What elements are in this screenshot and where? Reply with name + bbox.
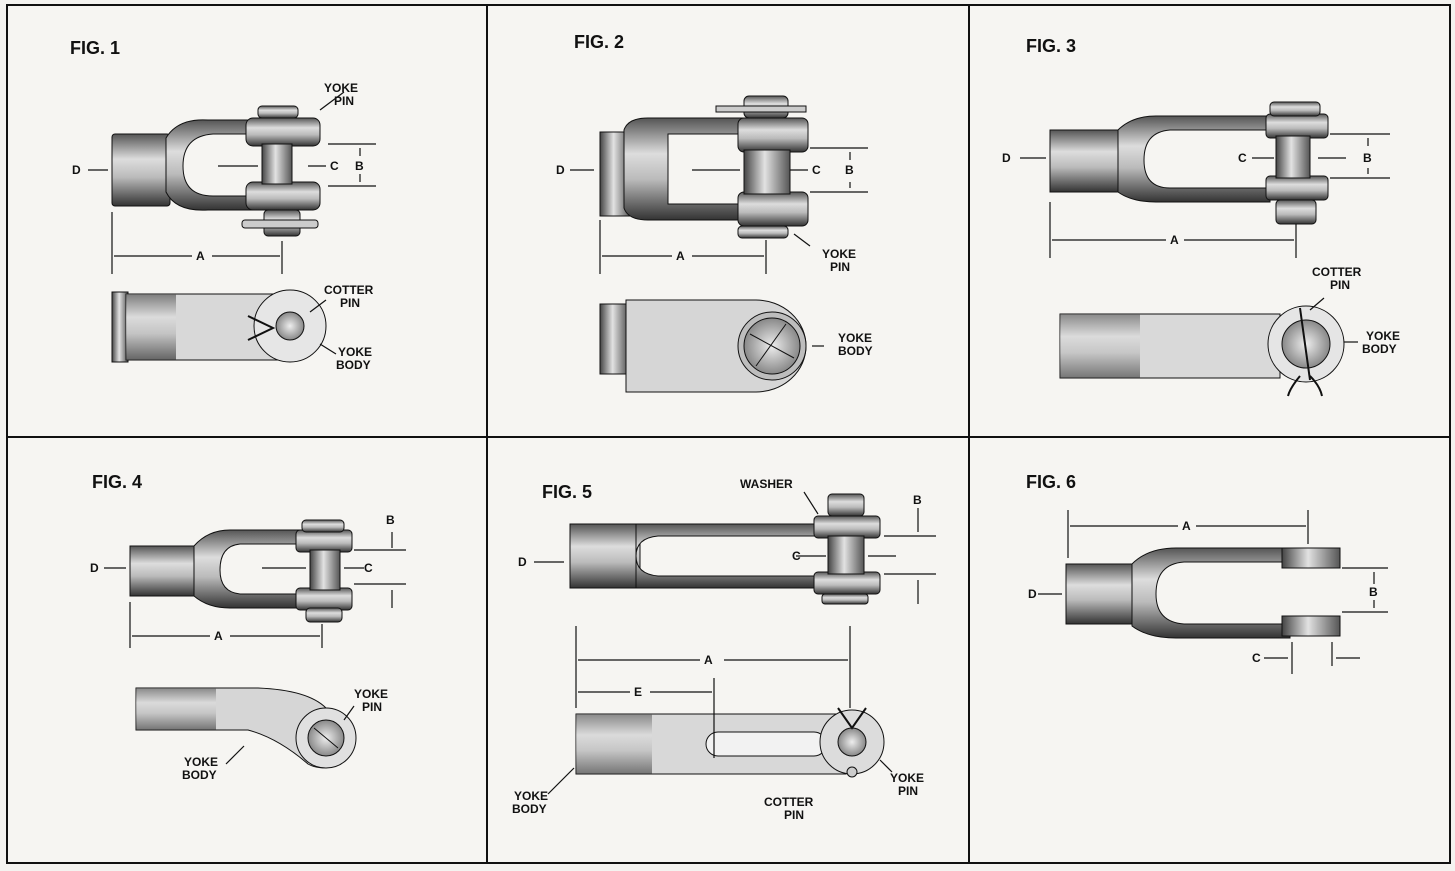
fig-5-yoke-side-view	[575, 707, 885, 778]
fig-1-dim-b: B	[355, 159, 364, 173]
fig-3-title: FIG. 3	[1026, 36, 1076, 56]
fig-3-yoke-side-view	[1059, 305, 1345, 397]
fig-2-yoke-side-view	[599, 299, 807, 393]
fig-3-yoke-top-view	[1049, 101, 1329, 225]
fig-5-yoke-body-line1: YOKE	[514, 789, 548, 803]
fig-1-panel: FIG. 1	[6, 4, 488, 438]
fig-4-dim-c: C	[364, 561, 373, 575]
fig-1-cotter-pin-line2: PIN	[340, 296, 360, 310]
fig-6-dim-b: B	[1369, 585, 1378, 599]
fig-5-dim-a: A	[704, 653, 713, 667]
fig-2-yoke-top-view	[599, 95, 809, 239]
fig-3-drawing: FIG. 3	[1002, 36, 1400, 397]
fig-1-yoke-side-view	[111, 289, 327, 363]
fig-5-dim-b: B	[913, 493, 922, 507]
fig-4-panel: FIG. 4	[6, 436, 488, 864]
fig-5-dim-c: C	[792, 549, 801, 563]
fig-2-dim-a: A	[676, 249, 685, 263]
fig-5-yoke-pin-line1: YOKE	[890, 771, 924, 785]
fig-6-yoke-top-view	[1065, 547, 1341, 639]
fig-1-dim-d: D	[72, 163, 81, 177]
fig-1-dim-c: C	[330, 159, 339, 173]
fig-5-washer-label: WASHER	[740, 477, 793, 491]
fig-3-dim-d: D	[1002, 151, 1011, 165]
fig-3-yoke-body-line1: YOKE	[1366, 329, 1400, 343]
fig-4-title: FIG. 4	[92, 472, 142, 492]
fig-6-title: FIG. 6	[1026, 472, 1076, 492]
fig-5-dim-d: D	[518, 555, 527, 569]
fig-2-dim-b: B	[845, 163, 854, 177]
fig-2-panel: FIG. 2	[486, 4, 970, 438]
fig-3-dim-b: B	[1363, 151, 1372, 165]
fig-2-yoke-body-line2: BODY	[838, 344, 873, 358]
fig-2-title: FIG. 2	[574, 32, 624, 52]
fig-6-dim-a: A	[1182, 519, 1191, 533]
fig-5-cotter-pin-line2: PIN	[784, 808, 804, 822]
fig-1-drawing: FIG. 1	[70, 38, 376, 372]
fig-5-panel: FIG. 5	[486, 436, 970, 864]
fig-1-yoke-body-line2: BODY	[336, 358, 371, 372]
fig-6-dimensions	[1038, 510, 1388, 674]
fig-2-drawing: FIG. 2	[556, 32, 873, 393]
fig-4-dim-d: D	[90, 561, 99, 575]
fig-5-dimensions	[534, 491, 936, 795]
fig-6-dim-d: D	[1028, 587, 1037, 601]
fig-2-yoke-body-line1: YOKE	[838, 331, 872, 345]
fig-6-drawing: FIG. 6 D A B C	[1026, 472, 1388, 674]
fig-5-yoke-pin-line2: PIN	[898, 784, 918, 798]
fig-2-yoke-pin-line2: PIN	[830, 260, 850, 274]
fig-1-yoke-pin-line2: PIN	[334, 94, 354, 108]
fig-1-yoke-body-line1: YOKE	[338, 345, 372, 359]
fig-3-dimensions	[1020, 133, 1390, 343]
fig-1-title: FIG. 1	[70, 38, 120, 58]
fig-4-yoke-top-view	[129, 519, 353, 623]
fig-1-cotter-pin-line1: COTTER	[324, 283, 374, 297]
fig-3-cotter-pin-line1: COTTER	[1312, 265, 1362, 279]
fig-4-yoke-pin-line2: PIN	[362, 700, 382, 714]
fig-1-yoke-pin-line1: YOKE	[324, 81, 358, 95]
fig-3-dim-c: C	[1238, 151, 1247, 165]
fig-1-dimensions	[88, 91, 376, 355]
fig-5-drawing: FIG. 5	[512, 477, 936, 822]
fig-4-yoke-body-line2: BODY	[182, 768, 217, 782]
fig-6-panel: FIG. 6 D A B C	[968, 436, 1451, 864]
fig-4-yoke-body-line1: YOKE	[184, 755, 218, 769]
fig-4-drawing: FIG. 4	[90, 472, 406, 782]
fig-5-dim-e: E	[634, 685, 642, 699]
fig-1-yoke-top-view	[111, 105, 321, 237]
fig-4-dim-a: A	[214, 629, 223, 643]
fig-4-dimensions	[104, 532, 406, 765]
fig-3-dim-a: A	[1170, 233, 1179, 247]
fig-4-yoke-side-view	[135, 687, 357, 769]
fig-5-cotter-pin-line1: COTTER	[764, 795, 814, 809]
fig-3-panel: FIG. 3	[968, 4, 1451, 438]
fig-2-dim-d: D	[556, 163, 565, 177]
fig-3-yoke-body-line2: BODY	[1362, 342, 1397, 356]
fig-2-dimensions	[570, 147, 868, 347]
fig-4-dim-b: B	[386, 513, 395, 527]
fig-5-title: FIG. 5	[542, 482, 592, 502]
fig-5-yoke-top-view	[569, 493, 881, 605]
fig-2-dim-c: C	[812, 163, 821, 177]
fig-6-dim-c: C	[1252, 651, 1261, 665]
fig-2-yoke-pin-line1: YOKE	[822, 247, 856, 261]
fig-4-yoke-pin-line1: YOKE	[354, 687, 388, 701]
fig-5-yoke-body-line2: BODY	[512, 802, 547, 816]
fig-3-cotter-pin-line2: PIN	[1330, 278, 1350, 292]
fig-1-dim-a: A	[196, 249, 205, 263]
